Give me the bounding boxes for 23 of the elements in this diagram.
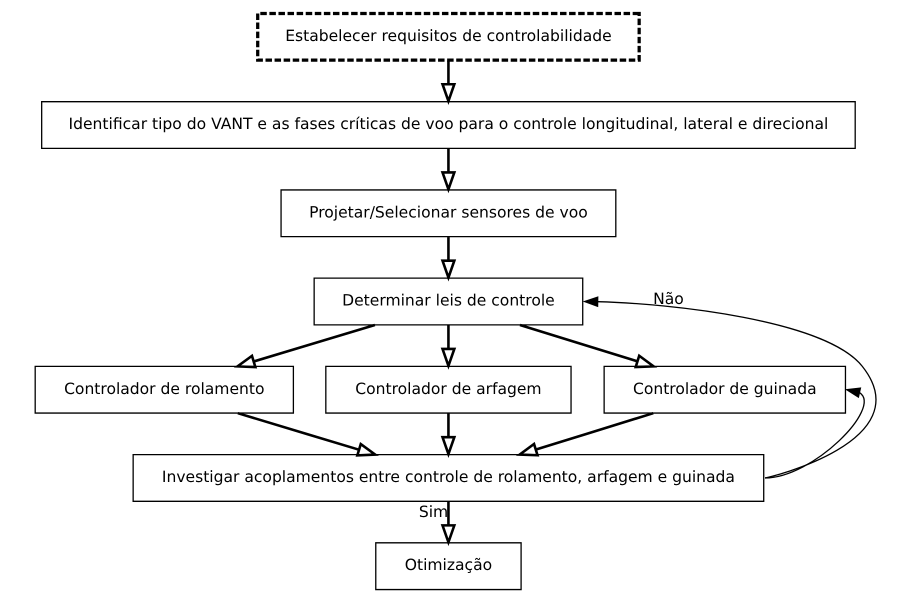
arrow — [516, 412, 654, 457]
node-box: Controlador de arfagem — [325, 366, 572, 414]
node-box: Estabelecer requisitos de controlabilidade — [256, 12, 641, 62]
arrow — [440, 414, 456, 458]
arrow — [440, 237, 456, 282]
arrow — [440, 60, 456, 106]
arrow — [440, 502, 456, 546]
node-box: Determinar leis de controle — [314, 278, 584, 326]
arrow — [582, 296, 876, 479]
node-box: Investigar acoplamentos entre controle de rolamento, arfagem e guinada — [132, 454, 764, 502]
node-box: Identificar tipo do VANT e as fases críticas de voo para o controle longitudinal, lateral e direcional — [41, 101, 856, 150]
edge-label: Sim — [418, 503, 448, 522]
node-box: Controlador de guinada — [603, 366, 846, 414]
arrow — [234, 324, 376, 369]
edge-label: Não — [653, 290, 684, 308]
node-box: Otimização — [375, 542, 522, 590]
arrow — [440, 148, 456, 194]
node-box: Projetar/Selecionar sensores de voo — [280, 189, 616, 238]
node-box: Controlador de rolamento — [34, 366, 294, 414]
arrow — [440, 325, 456, 370]
arrow — [520, 324, 658, 368]
arrow — [237, 412, 379, 457]
arrow — [764, 387, 865, 479]
